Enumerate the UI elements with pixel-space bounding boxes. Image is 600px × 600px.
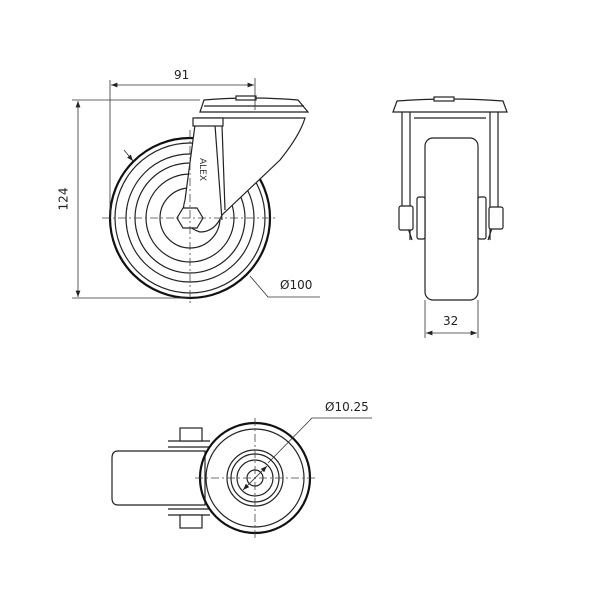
front-view — [392, 96, 508, 338]
side-view: ALEX — [72, 78, 320, 305]
bottom-nut-icon — [179, 514, 203, 529]
height-dimension-label: 124 — [56, 187, 71, 211]
right-nut-icon — [488, 206, 504, 230]
side-fork-bracket — [182, 117, 306, 233]
wheel-width-label: 32 — [443, 314, 459, 328]
top-nut-icon — [179, 427, 203, 442]
side-top-plate — [199, 95, 310, 113]
bore-diameter-label: Ø10.25 — [325, 400, 369, 414]
diameter-leader — [249, 275, 320, 298]
bottom-view — [111, 417, 372, 540]
brand-mark: ALEX — [197, 158, 207, 181]
width-dimension-label: 91 — [174, 68, 190, 82]
wheel-diameter-label: Ø100 — [280, 278, 313, 292]
bottom-bracket — [111, 450, 206, 506]
front-wheel — [424, 137, 479, 301]
bore-leader — [267, 417, 372, 464]
left-nut-icon — [398, 205, 414, 231]
